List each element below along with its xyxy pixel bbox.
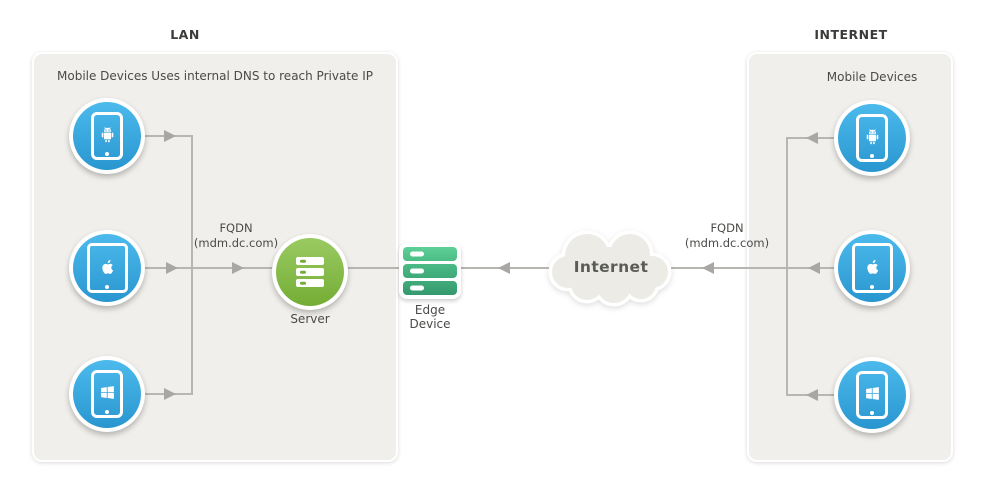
windows-logo-icon [865,387,879,400]
arrow-left-icon [498,262,510,274]
server-bar [296,257,324,265]
fqdn-domain-text: (mdm.dc.com) [684,236,770,250]
lan-apple-to-server-connector [145,267,273,269]
net-device-android [834,100,910,176]
windows-phone-icon [838,361,906,429]
tablet-frame [86,243,128,293]
arrow-right-icon [164,388,176,400]
server-icon [276,238,344,306]
edge-device-label: Edge Device [409,303,451,331]
internet-fqdn-label: FQDN (mdm.dc.com) [677,221,777,251]
server-to-edge-connector [347,267,401,269]
fqdn-domain-text: (mdm.dc.com) [193,236,279,250]
windows-logo-icon [100,386,114,399]
arrow-right-icon [232,262,244,274]
server-bar [296,268,324,276]
arrow-right-icon [164,130,176,142]
tablet-frame [851,243,893,293]
apple-logo-icon [867,259,879,274]
fqdn-text: FQDN [710,221,744,235]
edge-device-bar-icon [403,281,457,295]
windows-phone-icon [73,360,141,428]
edge-device-bar-icon [403,264,457,278]
phone-frame [91,112,123,160]
phone-frame [856,114,888,162]
lan-fqdn-label: FQDN (mdm.dc.com) [186,221,286,251]
edge-device-bar-icon [403,247,457,261]
android-robot-icon [866,129,878,145]
lan-device-windows [69,356,145,432]
net-bus-line [786,137,788,396]
android-phone-icon [838,104,906,172]
net-device-windows [834,357,910,433]
server-bar [296,279,324,287]
arrow-left-icon [806,132,818,144]
arrow-left-icon [702,262,714,274]
arrow-left-icon [808,262,820,274]
lan-device-android [69,98,145,174]
internet-cloud-label: Internet [573,258,649,276]
fqdn-text: FQDN [219,221,253,235]
phone-frame [91,370,123,418]
lan-section-title: LAN [170,27,200,42]
internet-section-title: INTERNET [814,27,888,42]
net-apple-to-cloud-connector [670,267,834,269]
lan-bus-line [191,135,193,395]
internet-panel-subtitle: Mobile Devices [826,70,918,84]
edge-device-node [399,243,461,299]
server-node [272,234,348,310]
lan-panel-subtitle: Mobile Devices Uses internal DNS to reac… [57,69,373,83]
android-robot-icon [101,127,113,143]
apple-tablet-icon [73,234,141,302]
apple-logo-icon [102,259,114,274]
lan-device-apple [69,230,145,306]
phone-frame [856,371,888,419]
apple-tablet-icon [838,234,906,302]
server-label: Server [290,312,330,326]
internet-cloud-icon [548,230,672,307]
net-device-apple [834,230,910,306]
arrow-left-icon [806,389,818,401]
arrow-right-icon [166,262,178,274]
android-phone-icon [73,102,141,170]
